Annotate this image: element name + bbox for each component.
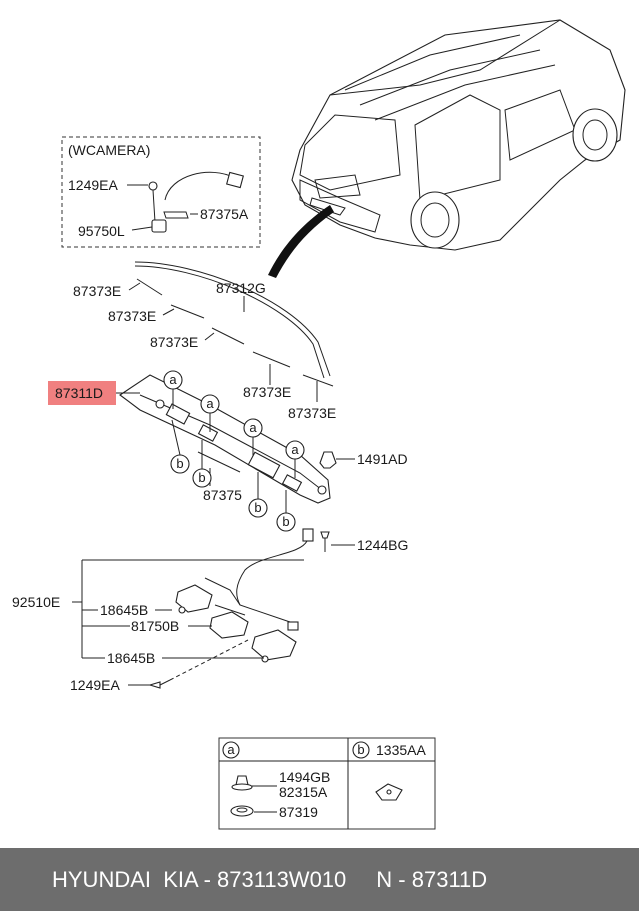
label-81750B: 81750B: [131, 618, 179, 634]
wcamera-box: (WCAMERA) 1249EA 87375A 95750L: [61, 136, 261, 248]
label-87375A: 87375A: [200, 206, 249, 222]
label-18645B-1: 18645B: [100, 602, 148, 618]
part-number-footer: HYUNDAI KIA - 873113W010 N - 87311D: [0, 848, 639, 911]
callout-b-3: b: [254, 500, 261, 515]
label-1249EA-bottom: 1249EA: [70, 677, 120, 693]
highlight-87311D: [48, 381, 116, 405]
label-87373E-3: 87373E: [150, 334, 198, 350]
main-garnish: [119, 374, 331, 504]
label-1491AD: 1491AD: [357, 451, 408, 467]
label-87311D: 87311D: [55, 385, 103, 401]
callout-b-2: b: [198, 470, 205, 485]
license-lamp-harness: [72, 540, 308, 689]
label-87312G: 87312G: [216, 280, 266, 296]
footer-reference-number: N - 87311D: [376, 866, 488, 892]
label-1244BG: 1244BG: [357, 537, 408, 553]
legend-b-header: b: [357, 742, 364, 757]
legend-a-part-3: 87319: [279, 804, 318, 820]
callout-b-4: b: [282, 514, 289, 529]
screw-1244BG: 1244BG: [302, 528, 408, 553]
legend-a-part-2: 82315A: [279, 784, 328, 800]
legend-a-header: a: [227, 742, 235, 757]
callouts-a: a a a a: [163, 370, 305, 478]
label-87373E-5: 87373E: [288, 405, 336, 421]
legend-b-part: 1335AA: [376, 742, 426, 758]
label-18645B-2: 18645B: [107, 650, 155, 666]
parts-diagram: (WCAMERA) 1249EA 87375A 95750L 87373E 87…: [12, 19, 626, 830]
label-87373E-2: 87373E: [108, 308, 156, 324]
clip-1491AD: 1491AD: [319, 451, 408, 469]
wcamera-label: (WCAMERA): [68, 142, 150, 158]
callout-a-3: a: [249, 420, 257, 435]
legend-a-part-1: 1494GB: [279, 769, 330, 785]
callout-a-4: a: [291, 442, 299, 457]
footer-brand-part-number: HYUNDAI KIA - 873113W010: [52, 866, 347, 892]
callout-a-1: a: [169, 372, 177, 387]
legend-table: a b 1335AA 1494GB 82315A 87319: [218, 737, 436, 830]
label-95750L: 95750L: [78, 223, 125, 239]
callouts-b: b b b b: [170, 419, 296, 532]
label-87375: 87375: [203, 487, 242, 503]
label-92510E: 92510E: [12, 594, 60, 610]
label-87373E-4: 87373E: [243, 384, 291, 400]
callout-a-2: a: [206, 396, 214, 411]
pointer-arrow: [268, 205, 334, 278]
label-87373E-1: 87373E: [73, 283, 121, 299]
callout-b-1: b: [176, 456, 183, 471]
label-1249EA-top: 1249EA: [68, 177, 118, 193]
garnish-strip: 87373E 87312G 87373E 87373E 87373E 87373…: [73, 261, 336, 421]
vehicle-illustration: [291, 19, 626, 251]
